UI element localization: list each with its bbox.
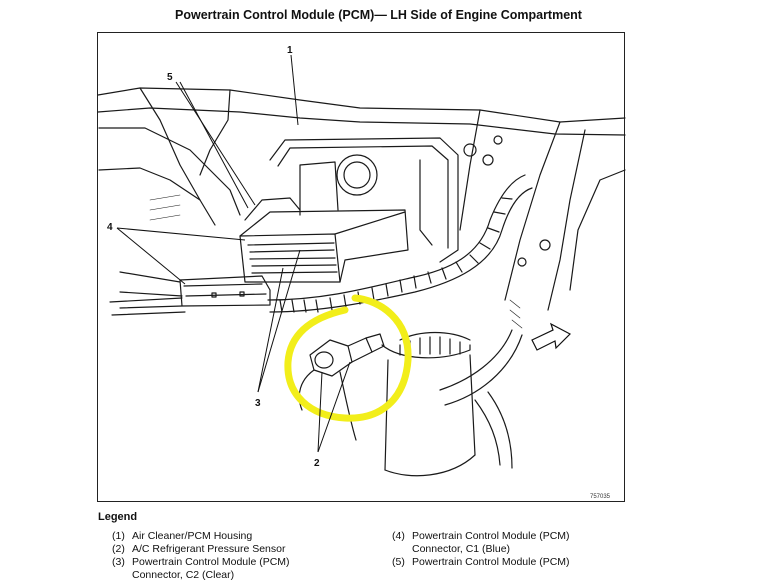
connector-c1 [179,275,271,307]
legend-item-2: (2)A/C Refrigerant Pressure Sensor [112,543,286,555]
ac-pressure-sensor [309,339,353,377]
pcm-module [239,209,409,283]
illustration-frame [97,32,625,502]
callout-2: 2 [314,458,320,469]
callout-5: 5 [167,72,173,83]
callout-1: 1 [287,45,293,56]
figure-code: 757035 [590,494,611,500]
highlight-marker [284,294,412,422]
diagram-title: Powertrain Control Module (PCM)— LH Side… [175,8,582,22]
legend-item-1: (1)Air Cleaner/PCM Housing [112,530,253,542]
legend-item-5: (5)Powertrain Control Module (PCM) [392,556,570,568]
callout-4: 4 [107,222,113,233]
fender-edge [97,107,626,136]
air-cleaner-housing [269,137,459,263]
callout-3: 3 [255,398,261,409]
wiring-harness [267,174,526,301]
fender-outline [97,87,626,123]
direction-arrow [531,322,572,351]
legend-heading: Legend [98,511,138,523]
legend-item-3: (3)Powertrain Control Module (PCM) Conne… [112,556,290,581]
legend-item-4: (4)Powertrain Control Module (PCM) Conne… [392,530,570,555]
